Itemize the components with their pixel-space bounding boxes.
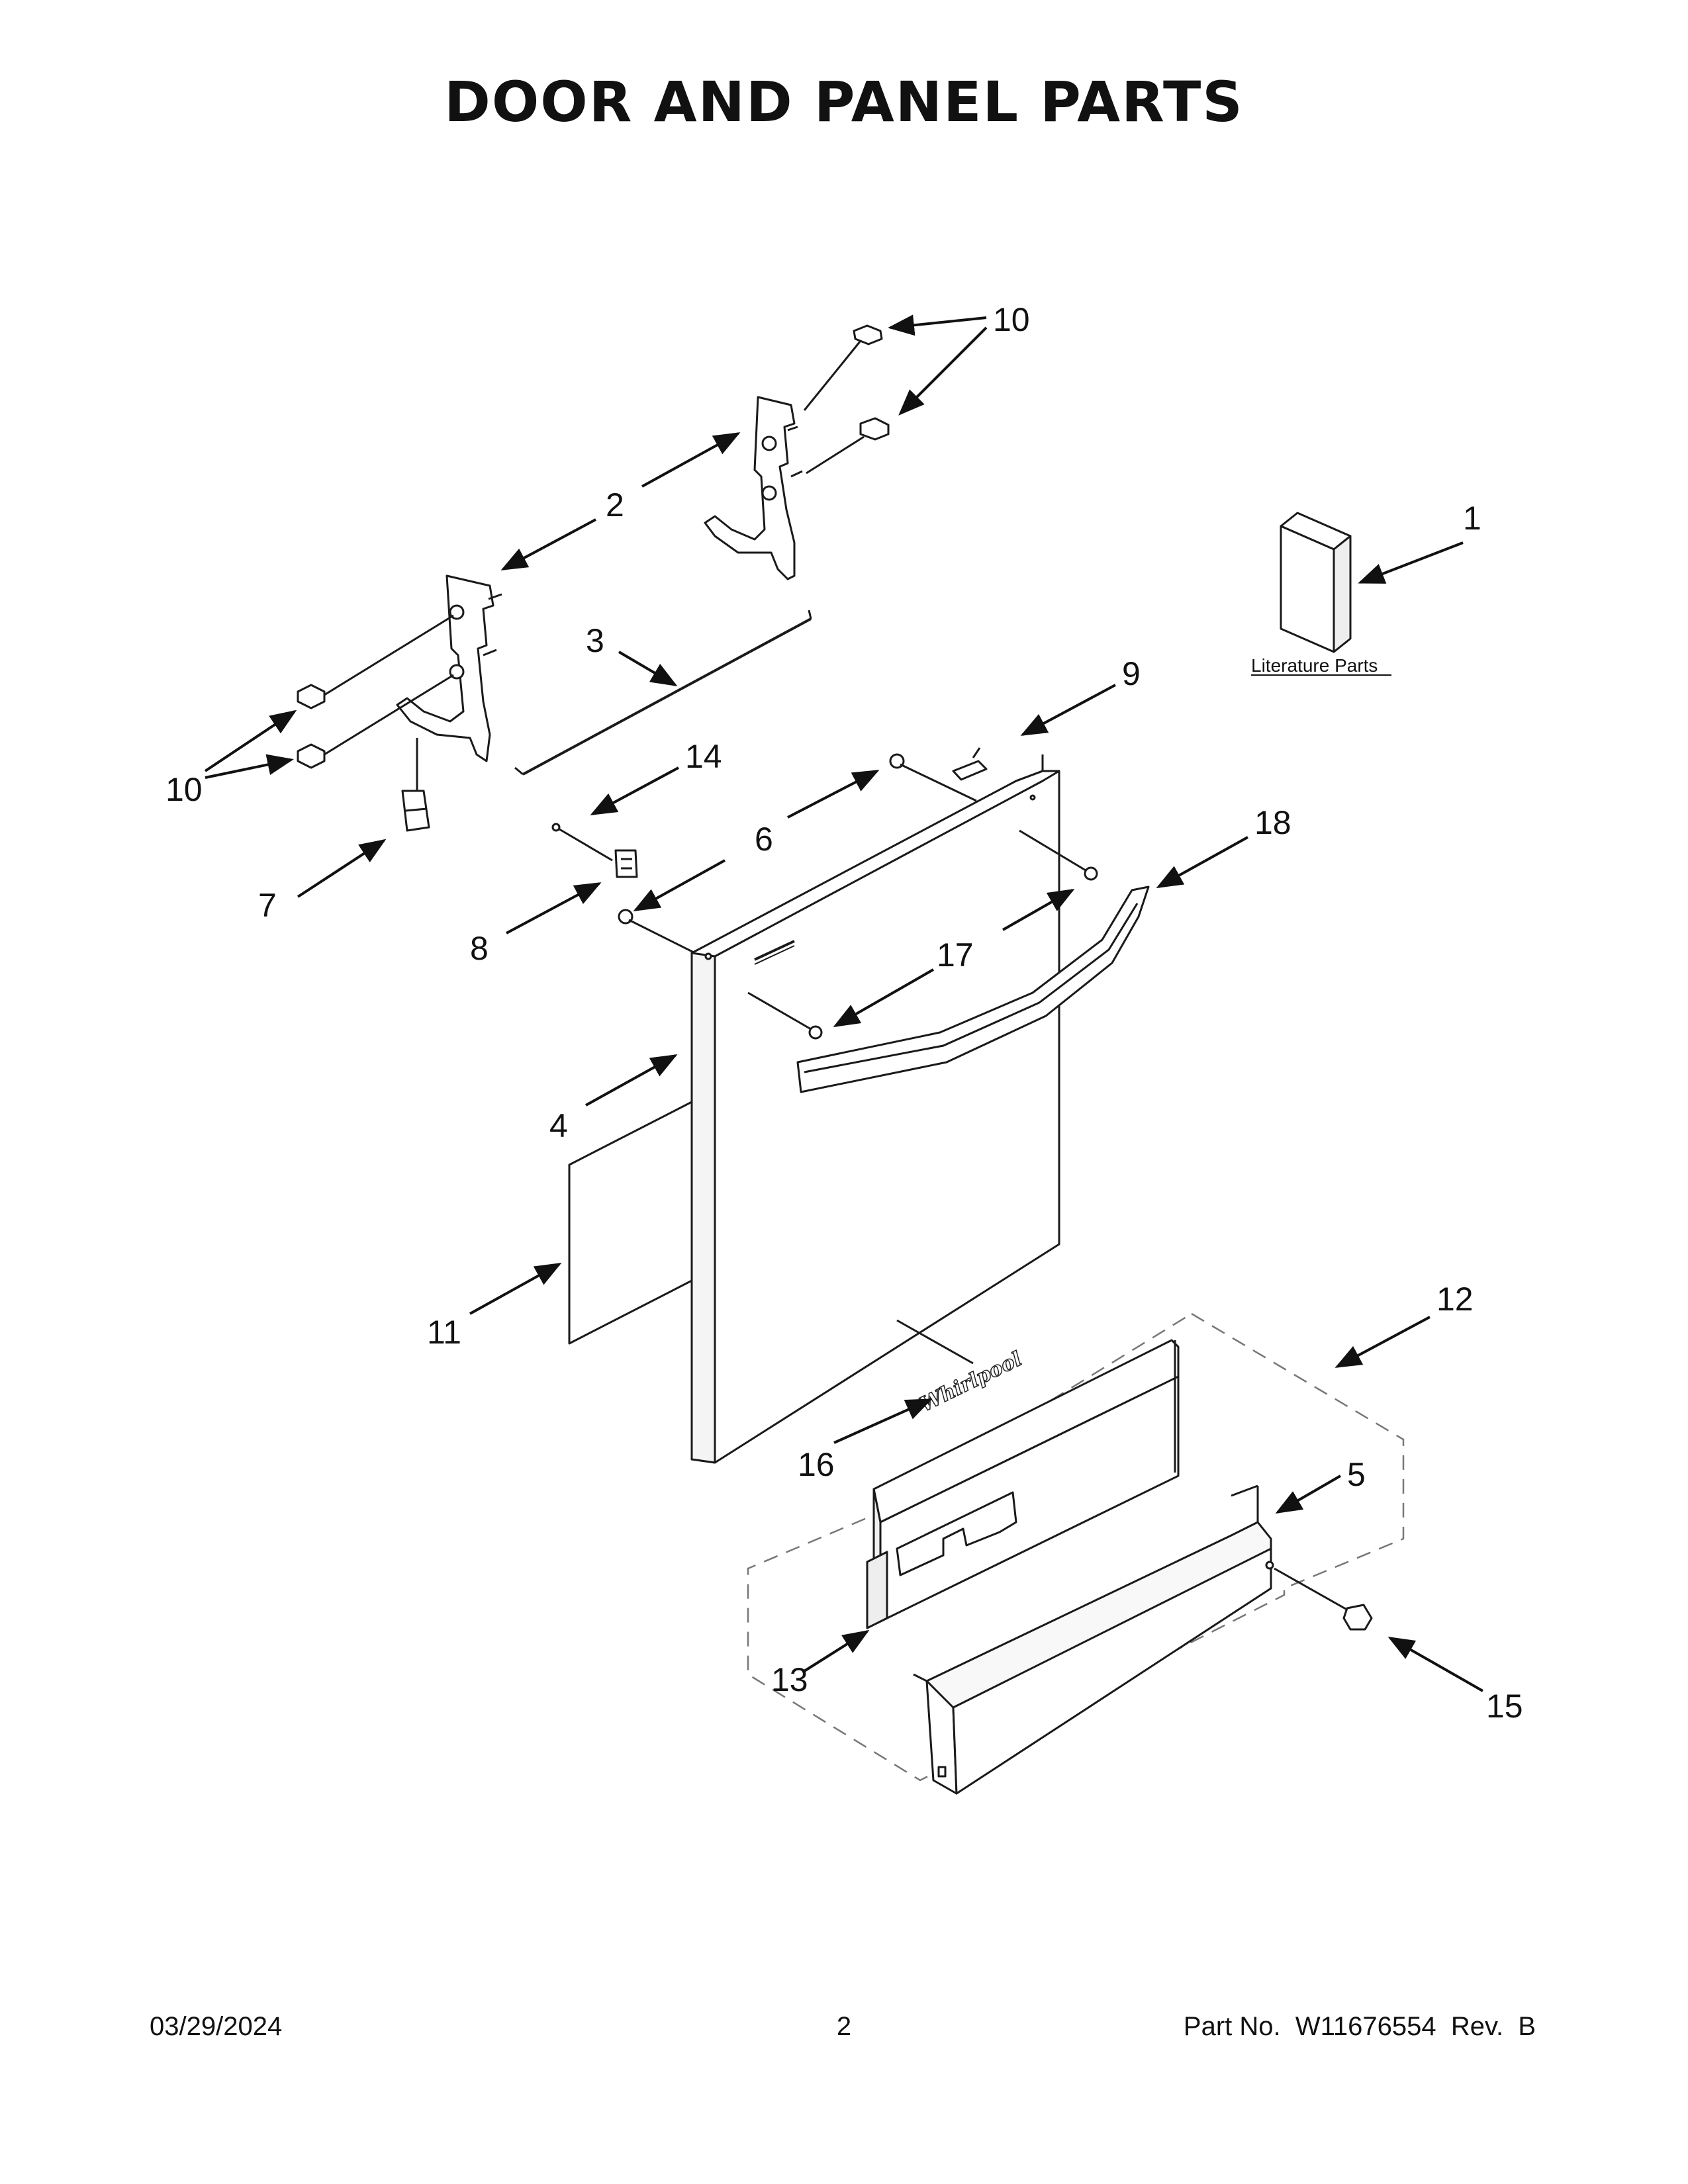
leader-3	[618, 651, 678, 687]
leader-17-right	[1002, 889, 1075, 931]
callout-2: 2	[606, 486, 624, 523]
callout-9: 9	[1122, 655, 1141, 692]
page-title: DOOR AND PANEL PARTS	[444, 69, 1244, 134]
leader-4	[585, 1054, 678, 1107]
hinge-rod	[514, 610, 812, 776]
door-insulation-panel	[568, 1101, 693, 1345]
leader-5	[1275, 1475, 1342, 1514]
callout-18: 18	[1254, 804, 1291, 841]
leader-7	[297, 839, 387, 898]
left-hinge-bracket	[396, 574, 502, 762]
callout-13: 13	[771, 1661, 808, 1698]
leader-15	[1387, 1637, 1483, 1692]
callout-14: 14	[685, 738, 722, 775]
callout-8: 8	[470, 930, 489, 967]
hinge-screw-upper-left	[297, 614, 454, 709]
callout-5: 5	[1347, 1456, 1366, 1493]
leader-10-left-lower	[205, 754, 294, 779]
toe-kick-panel	[913, 1484, 1274, 1795]
callout-1: 1	[1463, 500, 1481, 537]
footer-date: 03/29/2024	[150, 2012, 283, 2041]
callout-10-top: 10	[993, 301, 1030, 338]
hinge-screw-upper-right	[803, 324, 883, 411]
right-hinge-bracket	[704, 396, 803, 580]
footer-part-number: Part No. W11676554 Rev. B	[1183, 2012, 1536, 2041]
handle-screw-left	[747, 991, 823, 1040]
leader-10-top-upper	[888, 314, 987, 336]
leader-17-left	[833, 968, 934, 1027]
leader-11	[469, 1263, 562, 1315]
footer-page-number: 2	[836, 2012, 852, 2041]
leader-10-left-upper	[204, 709, 297, 772]
leader-9	[1020, 684, 1116, 736]
door-latch-clip	[952, 747, 988, 781]
whirlpool-logo-text: Whirlpool	[916, 1347, 1025, 1416]
hinge-screw-lower-left	[297, 674, 454, 769]
callout-4: 4	[549, 1107, 568, 1144]
literature-parts-label: Literature Parts	[1251, 655, 1378, 676]
leader-16	[833, 1398, 933, 1444]
leader-14	[590, 766, 679, 815]
hinge-screw-lower-right	[806, 417, 890, 475]
toe-insulation-block	[866, 1339, 1180, 1629]
callout-17: 17	[937, 936, 974, 974]
leader-6-right	[787, 770, 880, 819]
leader-13	[803, 1629, 870, 1672]
callout-15: 15	[1486, 1688, 1523, 1725]
door-handle	[796, 886, 1150, 1093]
leader-6-left	[633, 859, 726, 911]
clip-screw	[551, 823, 613, 862]
callout-12: 12	[1436, 1281, 1474, 1318]
leader-8	[506, 882, 602, 934]
leader-12	[1335, 1316, 1430, 1368]
leader-2-right	[641, 432, 741, 488]
callout-11: 11	[427, 1314, 461, 1351]
callout-10-left: 10	[165, 771, 203, 808]
leader-1	[1358, 541, 1464, 584]
handle-screw-right	[1019, 829, 1098, 881]
hinge-clip	[614, 849, 638, 878]
toe-panel-screw	[1274, 1567, 1373, 1631]
leader-10-top-lower	[898, 326, 988, 416]
outer-door-panel	[690, 754, 1060, 1464]
callout-6: 6	[755, 821, 773, 858]
callout-7: 7	[258, 887, 277, 924]
washer-right-line	[900, 763, 977, 802]
callout-3: 3	[586, 622, 604, 659]
leader-18	[1156, 836, 1248, 888]
washer-left-line	[628, 919, 702, 958]
callout-16: 16	[798, 1446, 835, 1483]
literature-parts-booklet	[1280, 512, 1352, 653]
leader-2-left	[500, 518, 596, 570]
hinge-link-spring	[401, 738, 430, 832]
